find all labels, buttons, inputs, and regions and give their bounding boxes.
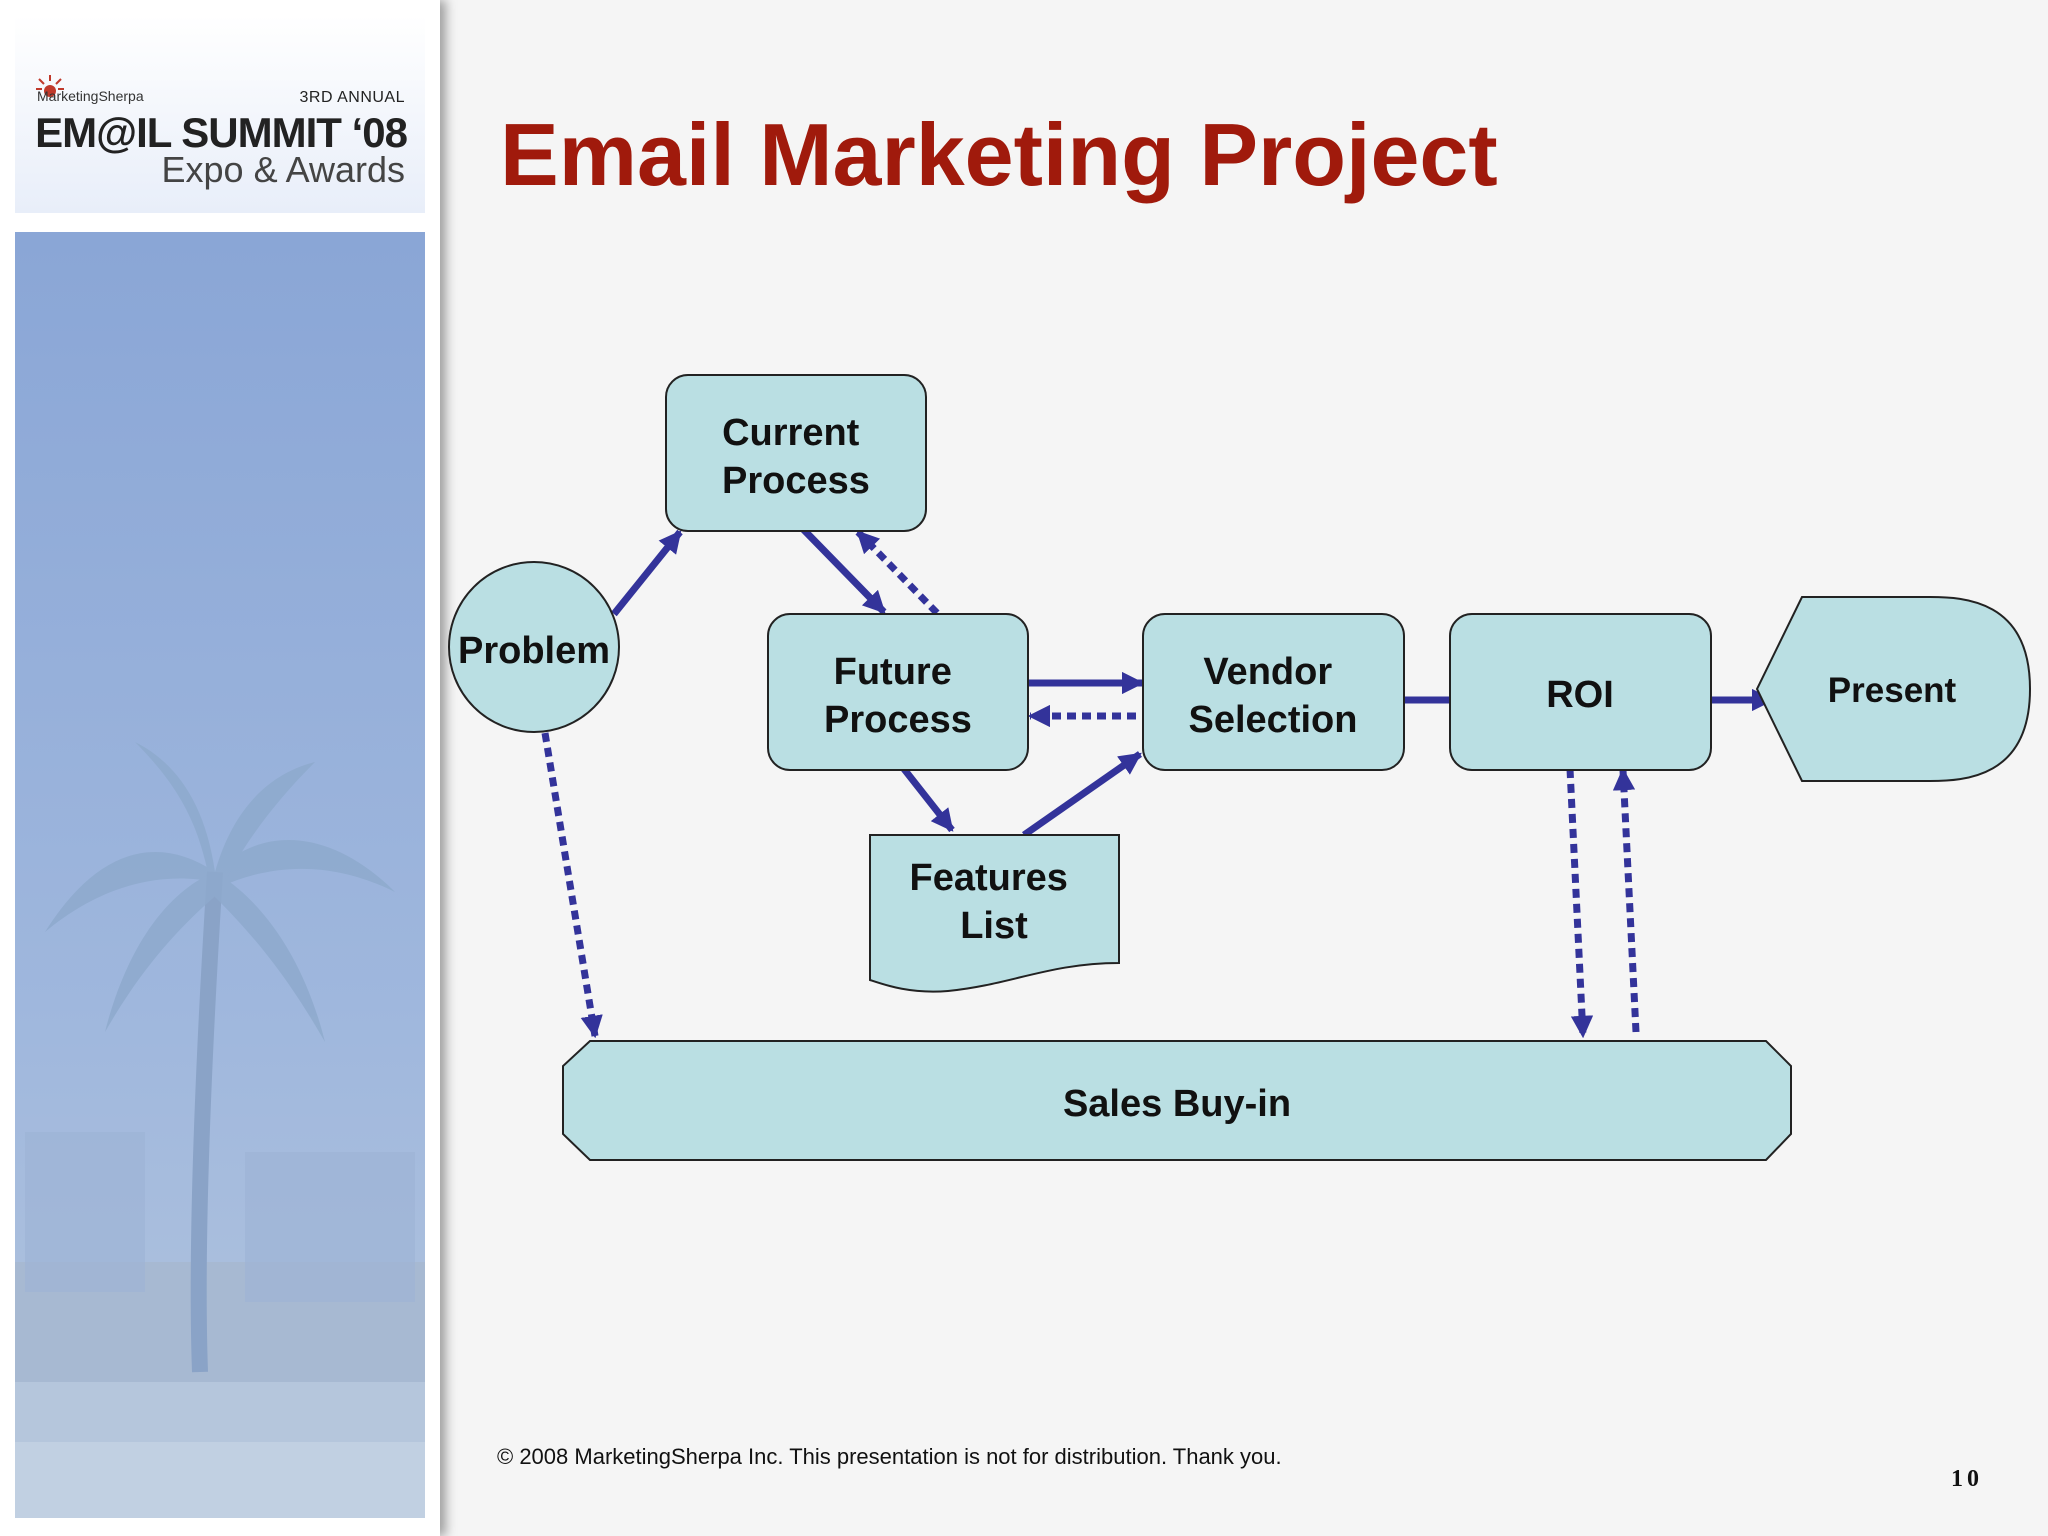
label-current-process: Current Process bbox=[722, 412, 870, 502]
node-sales-buyin bbox=[562, 1040, 1792, 1161]
arrow-future-to-features bbox=[901, 766, 955, 833]
label-sales-buyin: Sales Buy-in bbox=[1063, 1083, 1291, 1125]
label-vendor-selection: Vendor Selection bbox=[1189, 651, 1358, 741]
node-roi bbox=[1449, 613, 1712, 771]
label-features-list: Features List bbox=[910, 857, 1079, 947]
arrow-problem-to-sales-dotted bbox=[541, 732, 603, 1039]
logo-title: EM@IL SUMMIT ‘08 bbox=[35, 109, 408, 156]
arrow-current-to-future bbox=[800, 526, 887, 615]
arrow-future-to-current-dotted bbox=[855, 529, 940, 616]
page-number: 10 bbox=[1951, 1466, 1983, 1492]
page-title: Email Marketing Project bbox=[500, 105, 1498, 204]
copyright-footer: © 2008 MarketingSherpa Inc. This present… bbox=[497, 1444, 1282, 1469]
logo-subtitle: Expo & Awards bbox=[161, 149, 405, 190]
arrow-sales-to-roi-dotted bbox=[1612, 767, 1640, 1033]
arrow-features-to-vendor bbox=[1021, 751, 1143, 838]
sidebar-panel: MarketingSherpa 3RD ANNUAL EM@IL SUMMIT … bbox=[0, 0, 440, 1536]
node-future-process bbox=[767, 613, 1029, 771]
node-present bbox=[1755, 596, 2032, 782]
event-logo: MarketingSherpa 3RD ANNUAL EM@IL SUMMIT … bbox=[15, 15, 425, 213]
label-present: Present bbox=[1828, 671, 1957, 710]
palm-tree-image bbox=[15, 742, 425, 1518]
arrow-roi-to-sales-dotted bbox=[1566, 768, 1594, 1039]
arrow-problem-to-current bbox=[611, 529, 683, 617]
label-roi: ROI bbox=[1546, 674, 1614, 716]
node-features-list bbox=[869, 834, 1120, 993]
sun-icon bbox=[36, 75, 64, 97]
logo-annual: 3RD ANNUAL bbox=[299, 89, 405, 106]
label-problem: Problem bbox=[458, 630, 610, 672]
logo-brand: MarketingSherpa bbox=[37, 88, 144, 104]
node-current-process bbox=[665, 374, 927, 532]
node-vendor-selection bbox=[1142, 613, 1405, 771]
node-problem bbox=[448, 561, 620, 733]
palm-tree-photo bbox=[15, 232, 425, 1518]
label-future-process: Future Process bbox=[824, 651, 972, 741]
